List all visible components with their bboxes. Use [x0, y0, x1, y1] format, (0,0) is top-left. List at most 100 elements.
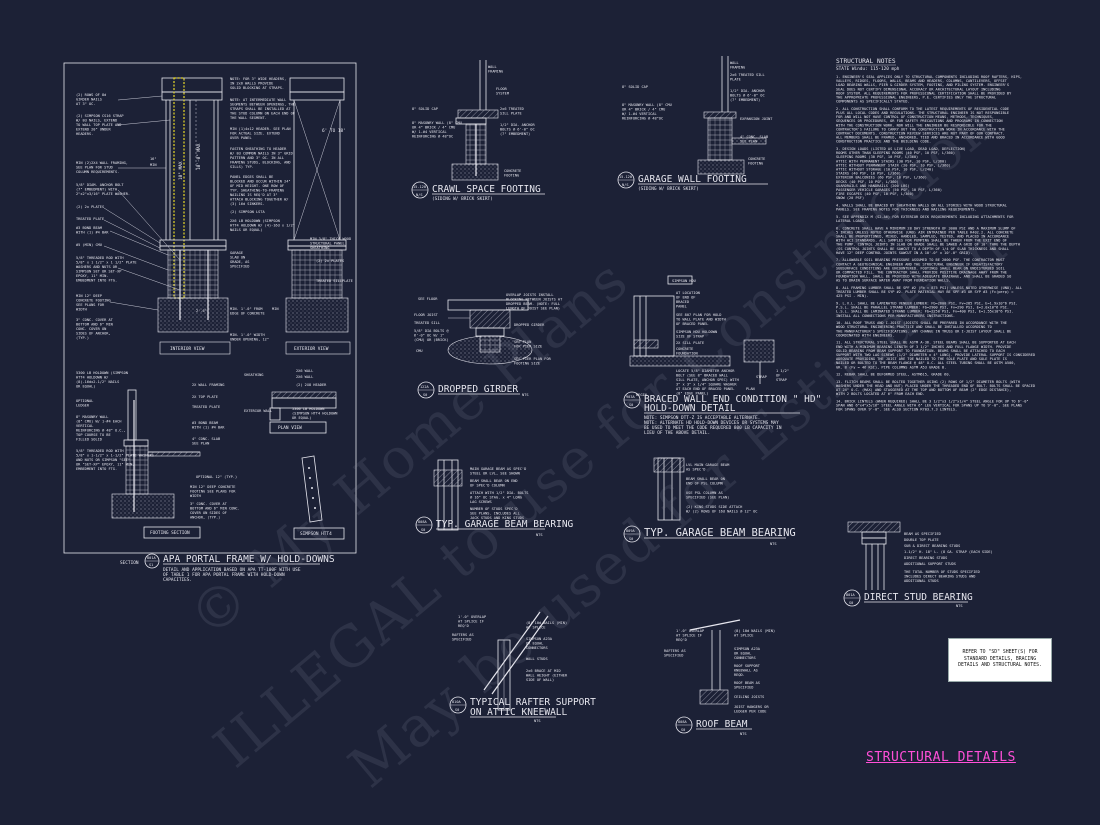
note: NOTE: FOR 3" WIDE HEADERS,	[230, 77, 286, 81]
structural-note-line: SLEEPING ROOMS (30 PSF, 10 PSF, L/360)	[836, 155, 918, 159]
note: #3 BOND BEAM	[76, 226, 103, 230]
note: 8" MASONRY WALL (8" CMU	[622, 103, 672, 107]
note: (8" CMU) W/ 1-#4 EACH	[76, 420, 121, 424]
note: OF MID HEIGHT. ONE ROW OF	[230, 184, 284, 188]
note: FOOTING	[748, 162, 763, 166]
portal-frame-detail: INTERIOR VIEW 10'-0" MAX 10" MAX 2'-6" E…	[63, 62, 357, 583]
note: MIN. 1'-0" FROM	[230, 307, 263, 311]
note: PANEL	[676, 305, 687, 309]
note: SILLS) TYP.	[230, 165, 254, 169]
rafter-support-detail: 1'-0" OVERLAP AT SPLICE IF REQ'D (8) 10d…	[449, 611, 596, 723]
structural-note-line: FIRE ESCAPES (40 PSF, 10 PSF, L/360)	[836, 192, 914, 196]
note: OF END OF	[676, 296, 695, 300]
structural-note-line: VALLEYS, RIDGES, FLOORS, WALLS, BEAMS AN…	[836, 79, 1008, 83]
crawl-title: CRAWL SPACE FOOTING	[432, 184, 541, 195]
note: SPECIFIED	[452, 638, 471, 642]
note: FLOOR JOIST	[414, 313, 439, 317]
gbeam2-title: TYP. GARAGE BEAM BEARING	[644, 527, 796, 539]
note: EPOXY, 11" MIN.	[76, 274, 108, 278]
structural-note-line: THE PUMP. CONTROL JOINTS IN SLAB ON GRAD…	[836, 243, 1020, 247]
note: 8" MASONRY WALL	[76, 415, 108, 419]
structural-note-line: SUBSURFACE CONDITIONS ARE ENCOUNTERED. F…	[836, 266, 1005, 270]
note: UNDER OPENING, 12"	[230, 338, 269, 342]
braced-wall-detail: SIMPSON HDU AT LOCATION OF END OF BRACED…	[623, 275, 821, 436]
structural-note-line: ATTIC WITHOUT STORAGE (10 PSF, 10 PSF, L…	[836, 168, 933, 172]
note: AT 3" OC.	[76, 102, 95, 106]
portal-left-notes: (2) ROWS OF 8d GIRDER NAILS AT 3" OC. (2…	[76, 93, 181, 340]
note: SIMPSON HDU HOLDOWN	[676, 330, 717, 334]
note: OF BRACED PANEL	[676, 322, 708, 326]
note: (8" EDGE PANEL)	[676, 392, 708, 396]
note: BOLTS @ 6'-0" OC	[500, 128, 535, 132]
portal-dim-16: 16"	[150, 157, 157, 161]
note: SEE PLANS FOR	[76, 303, 105, 307]
structural-note-line: SNOW (20 PSF)	[836, 196, 864, 200]
note: HTT4 HOLDOWN W/	[76, 376, 108, 380]
note: BOLT (SEE 8" BRACED WALL	[676, 374, 728, 378]
structural-note-line: WOOD STRUCTURAL ENGINEERING PRACTICE AND…	[836, 325, 992, 329]
note: SIZE OF STRAP	[676, 335, 704, 339]
note: 5300 LB HOLDOWN (SIMPSON	[76, 371, 128, 375]
note: FASTEN SHEATHING TO HEADER	[230, 147, 287, 151]
note: BEAM SHALL BEAR ON	[686, 477, 725, 481]
structural-note-line: WITH 2 BOLTS LOCATED AT 6" FROM EACH END…	[836, 392, 925, 396]
note: W/ 8d COMMON NAILS IN 3" GRID	[230, 152, 293, 156]
note: 1 1/2"	[776, 369, 789, 373]
note: PLATE	[730, 78, 741, 82]
note: TREATED PLATE	[192, 405, 220, 409]
note: 2X WALL FRAMING	[192, 383, 224, 387]
note: TO WALL TOP PLATE AND	[76, 123, 121, 127]
note: CONNECTORS	[734, 656, 756, 660]
note: SPECIFIED (SEE PLAN)	[686, 496, 729, 500]
note: 8" SOLID CAP	[412, 107, 438, 111]
braced-desc-line: NOTE: SIMPSON DTT-Z IS ACCEPTABLE ALTERN…	[644, 415, 760, 421]
note: MIN 3/8" THICK WOOD	[310, 237, 351, 241]
gbeam2-tag: 809A	[626, 529, 635, 533]
note: FOR ACTUAL SIZE. EXTEND	[230, 132, 280, 136]
note: CMU	[416, 349, 423, 353]
note: NUMBER OF STUDS SPEC'D	[470, 507, 518, 511]
roofbeam-scale: NTS	[740, 732, 747, 736]
garage-tag-sheet: N/S	[622, 183, 629, 187]
note: SILL PLATE, ANCHOR SPEC) WITH	[676, 378, 739, 382]
note: REINFORCING @ 48" O.C.,	[76, 429, 126, 433]
note: DIRECT BEARING STUDS	[904, 556, 947, 560]
roofbeam-tag-sheet: S0	[681, 728, 685, 732]
gbeam2-scale: NTS	[770, 542, 777, 546]
garage-wall-footing-detail: 8" SOLID CAP 8" MASONRY WALL (8" CMU OR …	[617, 56, 773, 192]
structural-note-line: COMPONENTS AS SPECIFICALLY STATED.	[836, 100, 910, 104]
note: WALL	[730, 61, 739, 65]
note: (TYP.)	[76, 336, 89, 340]
note: SEE FLOOR	[418, 297, 438, 301]
structural-note-line: SOLID BEARING FROM BEAM SUPPORT TO FOUND…	[836, 349, 1005, 353]
note: SIMPSON SET OR SET-XP	[76, 270, 121, 274]
garage-subtitle: (SIDING W/ BRICK SKIRT)	[638, 186, 699, 192]
note: 1/2" DIA. ANCHOR	[500, 123, 535, 127]
note: AND NUTS OR SIMPSON "SET"	[76, 458, 130, 462]
note: AT EACH END OF BRACED PANEL	[676, 387, 734, 391]
note: OF	[776, 374, 780, 378]
note: NOTE: AT INTERMEDIATE WALL	[230, 98, 286, 102]
structural-note-line: ADEQUATE PROVIDING THE JOIST ARE TOE NAI…	[836, 357, 1007, 361]
note: SIDE OF WALL)	[526, 678, 554, 682]
note: 1'-0" OVERLAP	[458, 615, 486, 619]
note: REINFORCING @ 48"OC	[412, 135, 453, 139]
note: WIDTH	[190, 494, 201, 498]
note: STRAP	[776, 378, 787, 382]
note: FLOOR	[496, 87, 508, 91]
structural-note-line: COORDINATED WITH ENGINEERS.	[836, 333, 894, 337]
structural-note-line: ALL MEMBERS SHALL BE FRAMED, ANCHORED, T…	[836, 136, 1005, 140]
note: SIMPSON A23A	[734, 647, 761, 651]
note: SLAB ON	[230, 256, 245, 260]
structural-note-line: END WITH A MINIMUM BEARING LENGTH OF 3 1…	[836, 345, 1011, 349]
portal-desc-line: CAPACITIES.	[163, 577, 192, 583]
note: (2) ROWS OF 8d	[76, 93, 106, 97]
note: 5/8" x 1-1/2" x 1-1/2" PLATE WASHERS	[76, 454, 154, 458]
note: WIDTH	[76, 308, 87, 312]
note: AS SPEC'D	[686, 468, 705, 472]
note: OPTIONAL	[76, 399, 93, 403]
note: TYP. SHEATHING-TO-FRAMING	[230, 189, 284, 193]
note: 5/8" DIA BOLTS @	[414, 329, 449, 333]
structural-note-line: 2. ALL CONSTRUCTION SHALL CONFORM TO THE…	[836, 107, 1009, 111]
note: 5300 LB HOLDOWN	[292, 407, 324, 411]
